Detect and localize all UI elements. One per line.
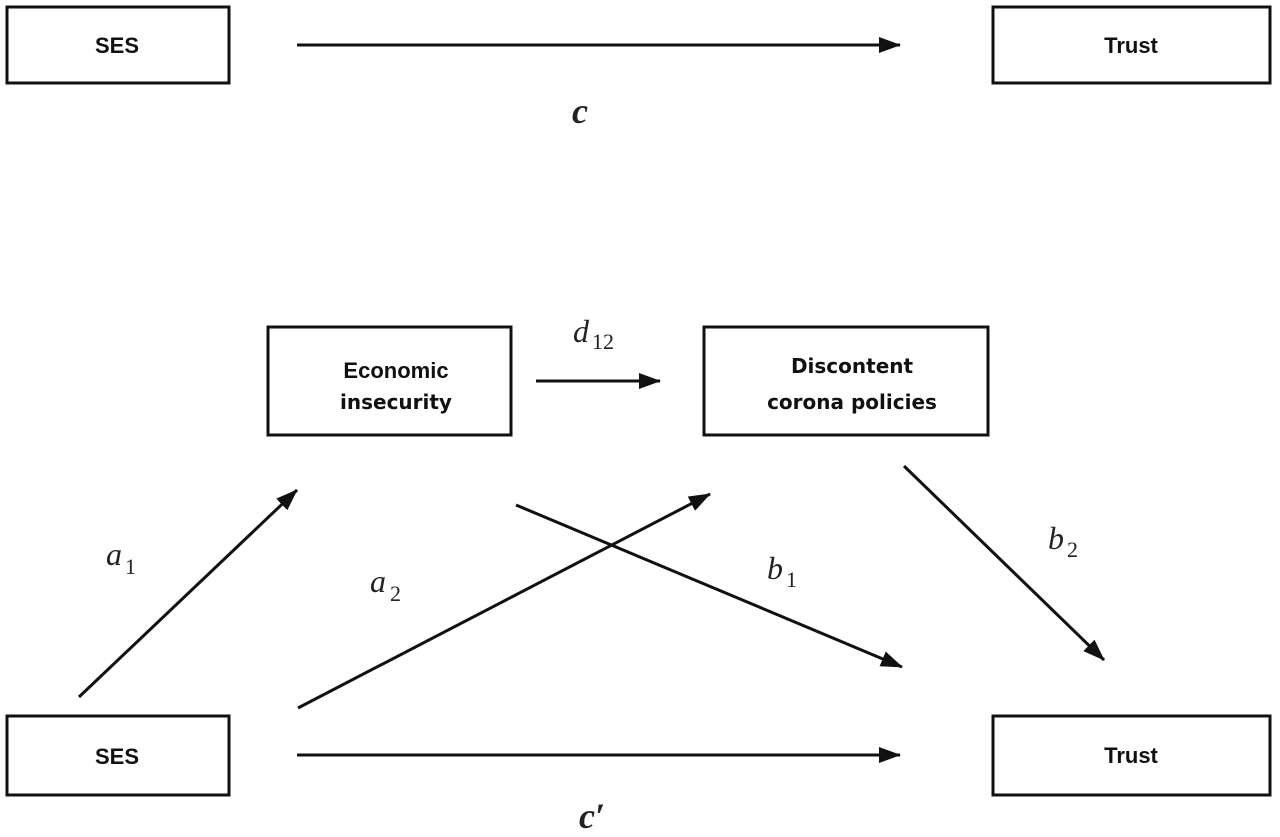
arrow-a1 — [77, 488, 299, 699]
top-trust-box: Trust — [991, 5, 1272, 85]
path-d-sub: 12 — [592, 329, 614, 354]
path-b2-sub: 2 — [1067, 537, 1078, 562]
path-label-b2: b 2 — [1048, 520, 1078, 562]
path-a2-sub: 2 — [390, 581, 401, 606]
top-ses-label: SES — [95, 33, 139, 58]
discontent-line1: Discontent — [791, 354, 914, 378]
economic-insecurity-box: Economic insecurity — [266, 325, 513, 437]
economic-insecurity-line1: Economic — [343, 358, 448, 383]
path-label-d12: d 12 — [573, 313, 614, 354]
path-label-a2: a 2 — [370, 563, 401, 606]
bottom-ses-label: SES — [95, 744, 139, 769]
path-a2-main: a — [370, 563, 386, 599]
path-label-a1: a 1 — [106, 536, 136, 579]
bottom-trust-label: Trust — [1104, 743, 1158, 768]
arrow-b1 — [515, 503, 903, 669]
top-ses-box: SES — [5, 5, 231, 85]
path-b1-sub: 1 — [786, 567, 797, 592]
arrow-a2 — [297, 492, 711, 710]
path-label-b1: b 1 — [767, 550, 797, 592]
path-a1-main: a — [106, 536, 122, 572]
path-label-c: c — [572, 91, 588, 131]
path-b2-main: b — [1048, 520, 1064, 556]
top-trust-label: Trust — [1104, 33, 1158, 58]
path-d-main: d — [573, 313, 590, 349]
economic-insecurity-line2: insecurity — [340, 390, 452, 414]
path-a1-sub: 1 — [125, 554, 136, 579]
discontent-corona-box: Discontent corona policies — [702, 325, 990, 437]
path-b1-main: b — [767, 550, 783, 586]
bottom-ses-box: SES — [5, 714, 231, 797]
discontent-line2: corona policies — [767, 390, 937, 414]
bottom-trust-box: Trust — [991, 714, 1272, 797]
path-label-c-prime: c′ — [579, 796, 605, 836]
arrow-b2 — [902, 464, 1106, 662]
